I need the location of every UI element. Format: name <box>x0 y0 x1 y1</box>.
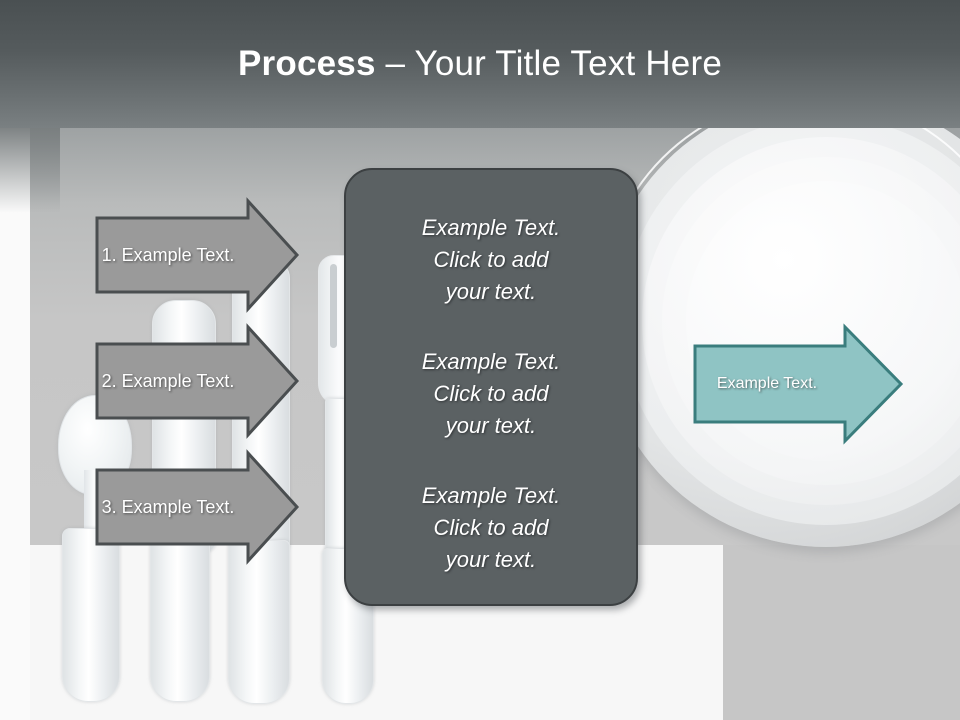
result-arrow-shape <box>693 323 904 445</box>
panel-text-block-1: Example Text. Click to add your text. <box>421 215 561 304</box>
fork-tine-slot-1 <box>330 264 337 348</box>
plate-rim <box>600 95 960 547</box>
process-arrow-2[interactable]: 2. Example Text. <box>95 323 300 439</box>
process-arrow-1-label: 1. Example Text. <box>101 244 235 265</box>
process-arrow-3-label: 3. Example Text. <box>101 496 235 517</box>
process-arrow-3[interactable]: 3. Example Text. <box>95 449 300 565</box>
background-left-strip <box>0 128 30 720</box>
plate-groove <box>622 117 960 525</box>
page-title-rest: – Your Title Text Here <box>375 44 722 83</box>
arrow-shape-2 <box>95 323 300 439</box>
arrow-shape-3 <box>95 449 300 565</box>
result-arrow-label: Example Text. <box>716 375 818 392</box>
background-band-fade <box>0 128 60 228</box>
process-arrow-1[interactable]: 1. Example Text. <box>95 197 300 313</box>
process-arrow-2-label: 2. Example Text. <box>101 370 235 391</box>
background-corner-block <box>723 545 960 720</box>
page-title-bold: Process <box>238 44 376 83</box>
plate-ring-inner <box>642 137 960 505</box>
panel-text-block-2: Example Text. Click to add your text. <box>421 349 561 438</box>
plate-icon <box>525 20 960 594</box>
panel-text-block-3: Example Text. Click to add your text. <box>421 483 561 572</box>
page-title: Process – Your Title Text Here <box>0 44 960 84</box>
description-panel[interactable]: Example Text. Click to add your text. Ex… <box>344 168 638 606</box>
title-bar: Process – Your Title Text Here <box>0 0 960 128</box>
knife-handle <box>228 540 290 704</box>
fork-handle <box>150 540 210 702</box>
arrow-shape-1 <box>95 197 300 313</box>
result-arrow[interactable]: Example Text. <box>693 323 904 445</box>
